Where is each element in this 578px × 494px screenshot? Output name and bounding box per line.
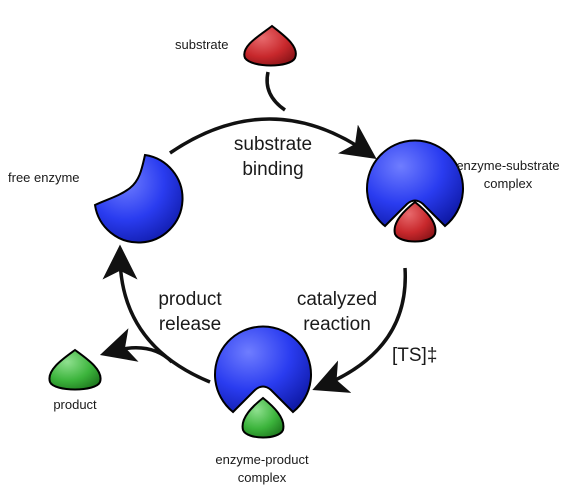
ep-complex-label-line2: complex	[238, 470, 287, 485]
substrate-label: substrate	[175, 37, 228, 52]
es-complex-label-line1: enzyme-substrate	[456, 158, 559, 173]
es-complex-label-line2: complex	[484, 176, 533, 191]
free-enzyme-shape	[93, 153, 184, 244]
binding-arrow	[169, 117, 377, 159]
catalysis-step-line2: reaction	[303, 314, 371, 335]
transition-state-label: [TS]‡	[392, 345, 437, 366]
es-substrate-shape	[393, 200, 437, 243]
product-shape	[48, 348, 102, 391]
product-label: product	[53, 397, 97, 412]
catalysis-step-line1: catalyzed	[297, 289, 377, 310]
ep-enzyme-shape	[214, 325, 312, 414]
release-arrow	[102, 244, 211, 384]
catalysis-arrow	[312, 267, 407, 393]
release-step-line1: product	[158, 289, 222, 310]
product-exit-arrow	[99, 328, 174, 364]
substrate-shape	[243, 24, 297, 67]
es-enzyme-shape	[366, 139, 464, 228]
free-enzyme-label: free enzyme	[8, 170, 80, 185]
ep-product-shape	[241, 396, 285, 439]
binding-step-line2: binding	[242, 159, 303, 180]
release-step-line2: release	[159, 314, 221, 335]
ep-complex-label-line1: enzyme-product	[215, 452, 309, 467]
binding-step-line1: substrate	[234, 134, 312, 155]
substrate-feed-arrow	[265, 71, 287, 112]
